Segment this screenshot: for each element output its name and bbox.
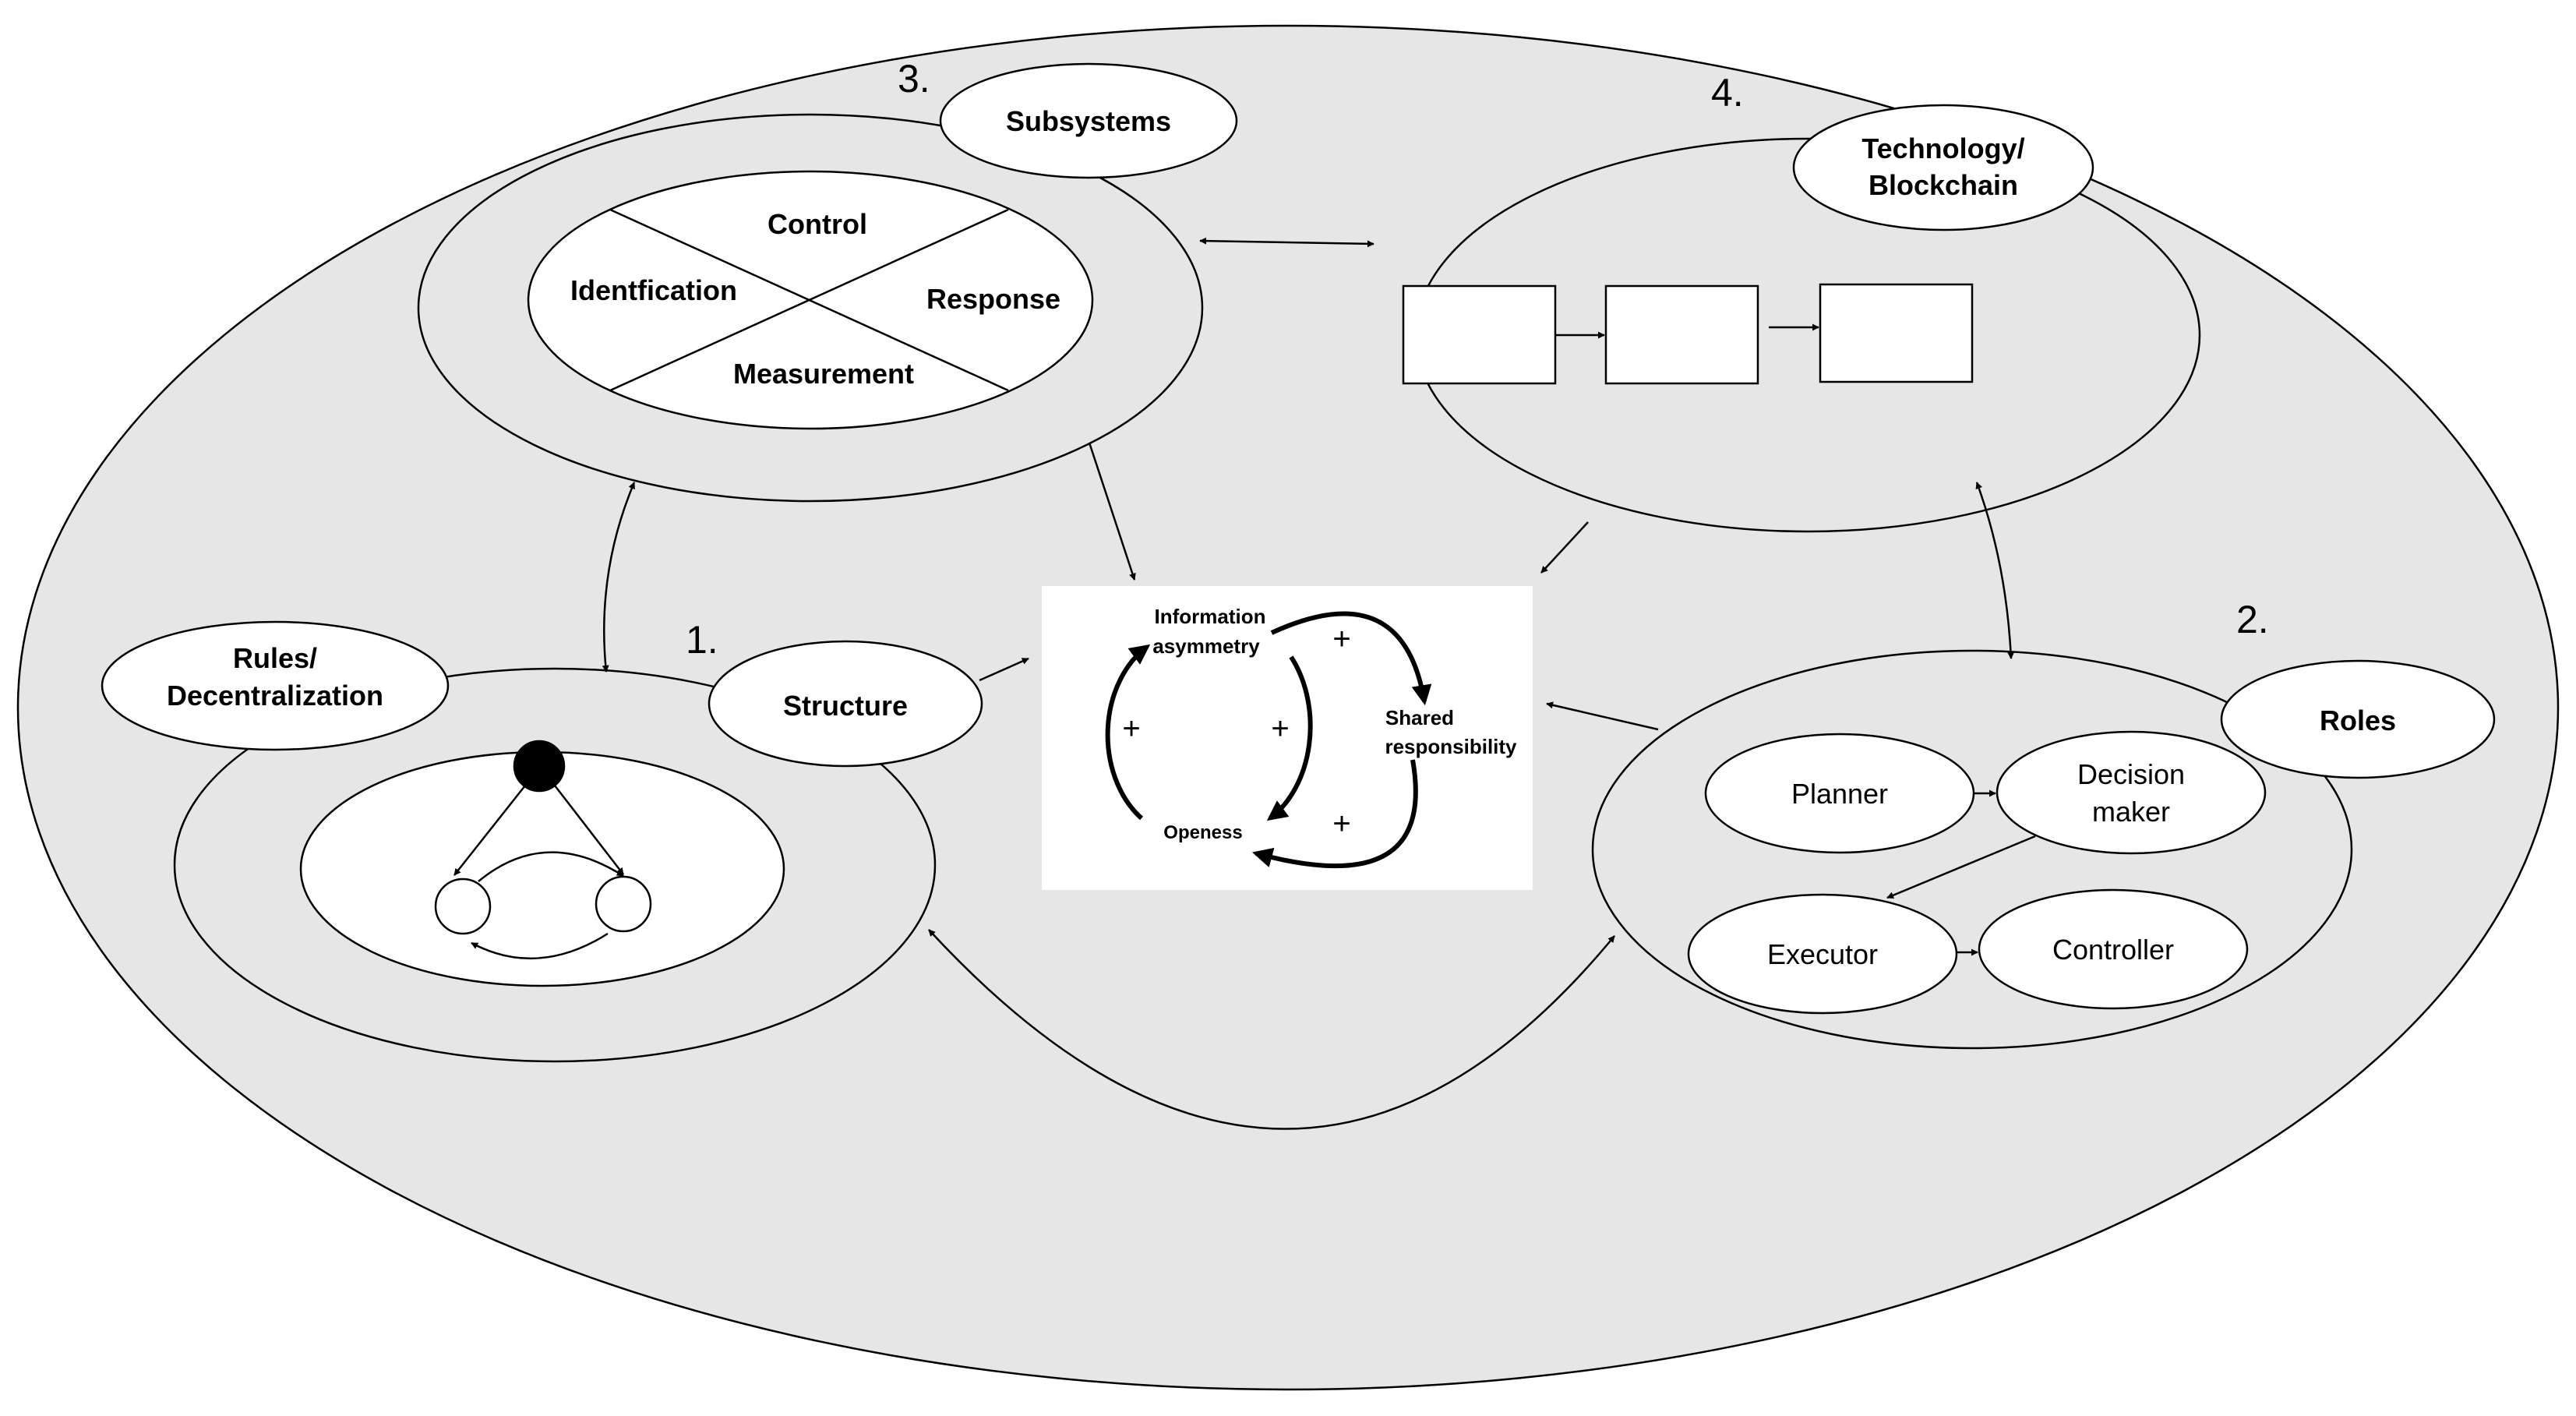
- subsystems-group: Control Identfication Response Measureme…: [417, 62, 1238, 503]
- network-link: [554, 785, 624, 875]
- center-panel: [1042, 586, 1533, 890]
- left-node: [434, 877, 492, 935]
- planner-label: Planner: [1791, 778, 1888, 810]
- rules-label-line1: Rules/: [233, 642, 317, 674]
- right-node: [595, 875, 652, 933]
- polarity-plus: +: [1332, 807, 1350, 841]
- decision-maker-label-line2: maker: [2092, 796, 2170, 828]
- quadrant-measurement: Measurement: [733, 358, 914, 390]
- quadrant-divider: [609, 208, 1009, 392]
- section-number-structure: 1.: [686, 618, 718, 662]
- rules-label-ellipse: [101, 620, 450, 751]
- link-technology-roles: [1975, 482, 2015, 659]
- executor-ellipse: [1687, 893, 1958, 1015]
- link-structure-roles: [928, 929, 1615, 1130]
- link-subsystems-structure: [602, 482, 636, 673]
- controller-ellipse: [1978, 888, 2249, 1010]
- info-asymmetry-line2: asymmetry: [1152, 634, 1260, 658]
- rules-label-line2: Decentralization: [167, 680, 383, 712]
- block-3: [1819, 283, 1974, 383]
- section-number-technology: 4.: [1711, 71, 1744, 115]
- central-node: [513, 740, 566, 793]
- roles-group: Planner Decision maker Executor Controll…: [1591, 649, 2496, 1050]
- network-link: [453, 785, 526, 876]
- executor-label: Executor: [1767, 938, 1878, 970]
- network-link: [478, 851, 624, 882]
- link-structure-center: [979, 657, 1029, 682]
- structure-label-ellipse: [708, 640, 983, 768]
- shared-responsibility-line2: responsibility: [1385, 735, 1517, 758]
- link-roles-center: [1546, 701, 1659, 731]
- reinforcing-loop-panel: Information asymmetry Shared responsibil…: [1042, 586, 1533, 890]
- info-asymmetry-line1: Information: [1155, 605, 1266, 628]
- loop-arrow: [1270, 611, 1432, 706]
- polarity-plus: +: [1332, 622, 1350, 656]
- technology-label-line2: Blockchain: [1868, 169, 2018, 201]
- quadrant-response: Response: [926, 283, 1060, 315]
- subsystems-label: Subsystems: [1006, 105, 1171, 137]
- section-number-subsystems: 3.: [898, 57, 930, 101]
- subsystems-label-ellipse: [939, 62, 1238, 179]
- loop-arrow: [1251, 759, 1418, 869]
- link-subsystems-center: [1088, 442, 1136, 581]
- roles-label: Roles: [2320, 704, 2396, 736]
- link-subsystems-technology: [1199, 237, 1374, 248]
- structure-group: Rules/ Decentralization Structure: [101, 620, 983, 1063]
- decision-maker-label-line1: Decision: [2077, 758, 2185, 790]
- roles-label-ellipse: [2220, 659, 2496, 779]
- block-2: [1604, 284, 1759, 385]
- decision-maker-ellipse: [1996, 730, 2267, 855]
- loop-arrow: [1105, 644, 1151, 821]
- shared-responsibility-line1: Shared: [1385, 706, 1454, 729]
- block-1: [1402, 284, 1557, 385]
- link-technology-center: [1540, 521, 1589, 574]
- network-link: [471, 932, 609, 960]
- role-flow-arrow: [1886, 835, 2036, 899]
- polarity-plus: +: [1122, 712, 1140, 746]
- controller-label: Controller: [2052, 934, 2174, 966]
- loop-arrow: [1266, 655, 1313, 821]
- technology-group: Technology/ Blockchain: [1402, 104, 2201, 533]
- openness-label: Openess: [1163, 822, 1242, 843]
- polarity-plus: +: [1271, 712, 1289, 746]
- quadrant-identification: Identfication: [570, 274, 737, 306]
- section-number-roles: 2.: [2236, 598, 2269, 641]
- technology-label-ellipse: [1792, 104, 2094, 231]
- technology-label-line1: Technology/: [1861, 132, 2024, 164]
- structure-label: Structure: [783, 690, 908, 722]
- quadrant-control: Control: [768, 208, 867, 240]
